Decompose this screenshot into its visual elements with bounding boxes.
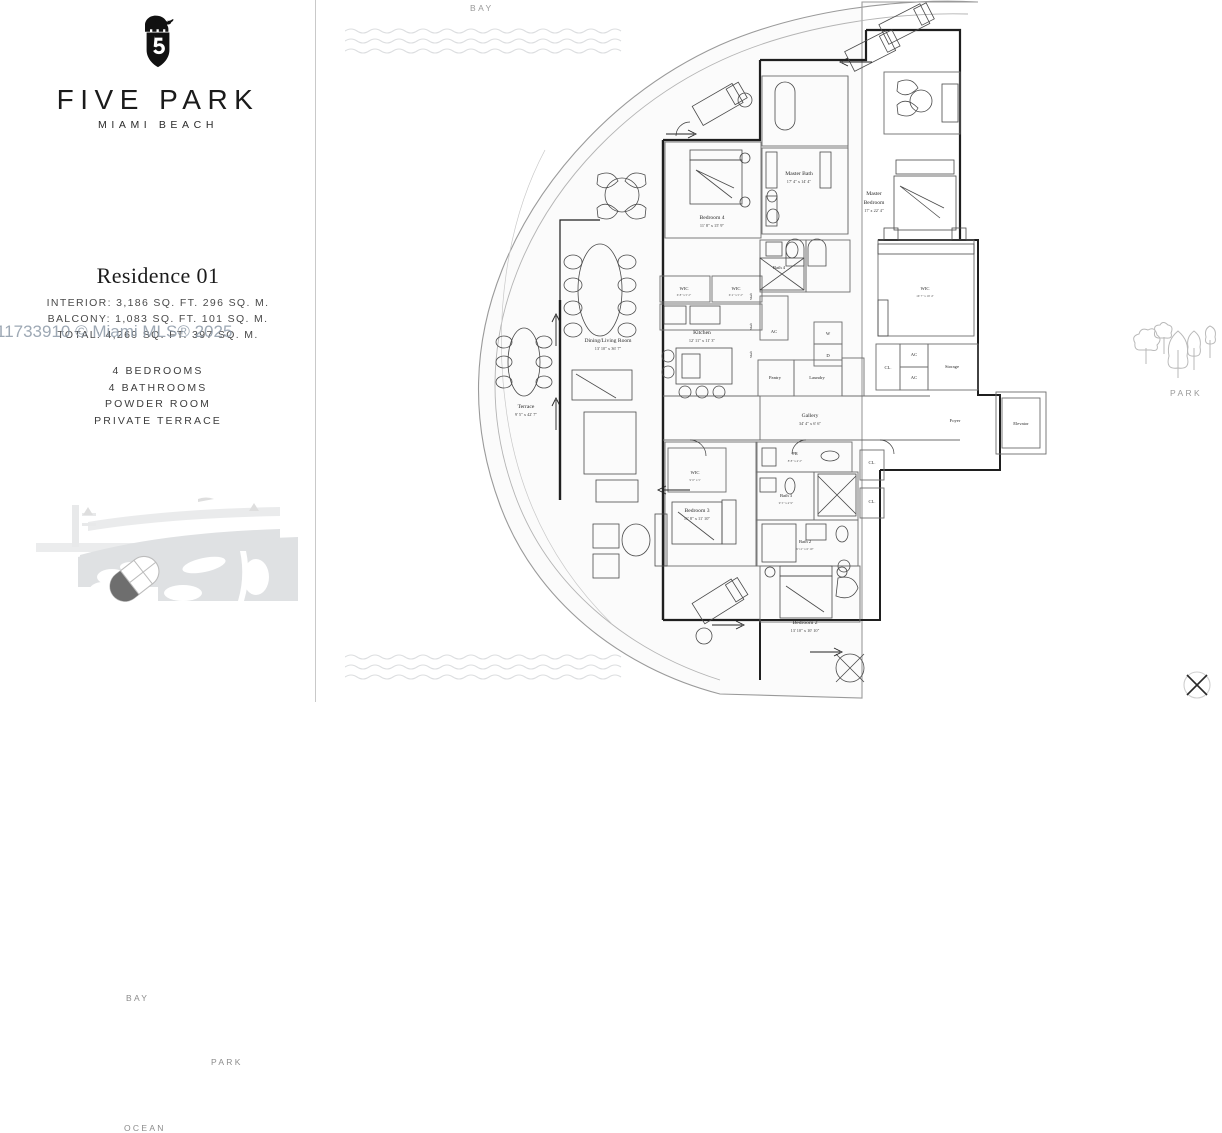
room-dim-bath-2: 9' 11" x 6' 10"	[796, 547, 814, 551]
label-ac-2: AC	[911, 352, 917, 357]
label-ac-3: AC	[911, 375, 917, 380]
room-dim-gallery: 34' 4" x 6' 6"	[799, 421, 821, 426]
spec-interior: INTERIOR: 3,186 SQ. FT. 296 SQ. M.	[46, 297, 270, 309]
room-dim-master-bedroom: 17' x 22' 4"	[864, 208, 884, 213]
brand-name: FIVE PARK	[56, 84, 260, 115]
elephant-shield-logo-icon	[145, 15, 174, 68]
spec-balcony: BALCONY: 1,083 SQ. FT. 101 SQ. M.	[47, 313, 269, 325]
feature-bathrooms: 4 BATHROOMS	[108, 381, 208, 394]
park-label: PARK	[1170, 388, 1203, 398]
compass-rose-icon	[1183, 671, 1211, 699]
room-label-elevator: Elevator	[1013, 421, 1029, 426]
brand-subtitle: MIAMI BEACH	[97, 119, 219, 131]
room-label-master-bath: Master Bath	[785, 171, 813, 177]
info-panel: FIVE PARK MIAMI BEACH Residence 01 INTER…	[0, 0, 316, 1133]
sitemap-park-label: PARK	[211, 1057, 243, 1067]
brand-logo	[0, 8, 316, 79]
room-dim-bedroom-3: 11' 8" x 11' 10"	[684, 516, 710, 521]
room-dim-kitchen: 12' 11" x 11' 3"	[689, 338, 715, 343]
site-key-map: BAY PARK OCEAN	[8, 495, 308, 1133]
floorplan-drawing: Master Bath 17' 4" x 14' 4" Master Bedro…	[477, 0, 1047, 699]
room-label-bedroom-3: Bedroom 3	[684, 508, 709, 514]
room-dim-bath-3: 9' 5" x 4' 9"	[779, 501, 794, 505]
room-dim-powder-room: 8' 8" x 4' 2"	[788, 459, 803, 463]
residence-title: Residence 01	[96, 263, 220, 288]
room-label-gallery: Gallery	[802, 413, 819, 419]
room-label-bedroom-4: Bedroom 4	[699, 215, 724, 221]
room-dim-wic-kitchen-1: 6' 8" x 5' 2"	[677, 293, 692, 297]
room-label-bath-4: Bath 4	[773, 265, 786, 270]
room-dim-wic-kitchen-2: 6' 2" x 5' 2"	[729, 293, 744, 297]
room-dim-master-bath: 17' 4" x 14' 4"	[787, 179, 812, 184]
room-label-dining-living: Dining/Living Room	[584, 338, 632, 344]
spec-total: TOTAL: 4,269 SQ. FT. 397 SQ. M.	[57, 329, 259, 341]
sitemap-ocean-label: OCEAN	[124, 1123, 166, 1133]
label-shaft-2: Shaft	[749, 323, 753, 330]
feature-powder: POWDER ROOM	[105, 398, 211, 410]
label-cl-2: CL.	[868, 460, 875, 465]
room-label-bedroom-2: Bedroom 2	[792, 620, 817, 626]
room-label-kitchen: Kitchen	[693, 330, 711, 336]
room-label-storage: Storage	[945, 364, 959, 369]
trees-icon	[1133, 322, 1216, 378]
label-cl-3: CL.	[868, 499, 875, 504]
residence-specs: INTERIOR: 3,186 SQ. FT. 296 SQ. M. BALCO…	[0, 295, 316, 343]
sitemap-bay-label: BAY	[126, 993, 150, 1003]
room-label-foyer: Foyer	[950, 418, 961, 423]
water-waves-icon-bottom	[345, 654, 622, 680]
room-dim-terrace: 9' 5" x 42' 7"	[515, 412, 537, 417]
room-label-master-wic: WIC	[921, 286, 930, 291]
label-dryer: D	[826, 353, 830, 358]
room-label-pantry: Pantry	[769, 375, 782, 380]
room-label-terrace: Terrace	[518, 404, 535, 410]
label-shaft-3: Shaft	[749, 351, 753, 358]
room-label-bath-3: Bath 3	[780, 493, 793, 498]
room-label-master-bedroom-1: Master	[866, 191, 882, 197]
room-dim-master-wic: 16' 7" x 16' 4"	[916, 294, 934, 298]
feature-bedrooms: 4 BEDROOMS	[112, 365, 204, 377]
label-ac-1: AC	[771, 329, 777, 334]
feature-terrace: PRIVATE TERRACE	[94, 414, 222, 427]
room-label-wic-kitchen-2: WIC	[732, 286, 741, 291]
water-waves-icon-top	[345, 28, 622, 54]
room-dim-wic-bedroom-3: 9' 0" x 5'	[690, 478, 701, 482]
room-dim-bedroom-4: 11' 8" x 15' 9"	[700, 223, 724, 228]
room-label-master-bedroom-2: Bedroom	[864, 200, 885, 206]
label-cl-1: CL.	[884, 365, 891, 370]
room-label-wic-bedroom-3: WIC	[691, 470, 700, 475]
bay-label: BAY	[470, 3, 494, 13]
label-washer: W	[826, 331, 831, 336]
room-dim-bedroom-2: 13' 10" x 10' 10"	[791, 628, 820, 633]
label-shaft-1: Shaft	[749, 293, 753, 300]
room-label-powder-room: PR	[792, 451, 799, 456]
residence-features: 4 BEDROOMS 4 BATHROOMS POWDER ROOM PRIVA…	[0, 363, 316, 429]
panel-divider	[315, 0, 316, 702]
room-label-laundry: Laundry	[809, 375, 825, 380]
room-label-wic-kitchen-1: WIC	[680, 286, 689, 291]
room-dim-dining-living: 13' 10" x 36' 7"	[595, 346, 622, 351]
room-label-bath-2: Bath 2	[799, 539, 812, 544]
